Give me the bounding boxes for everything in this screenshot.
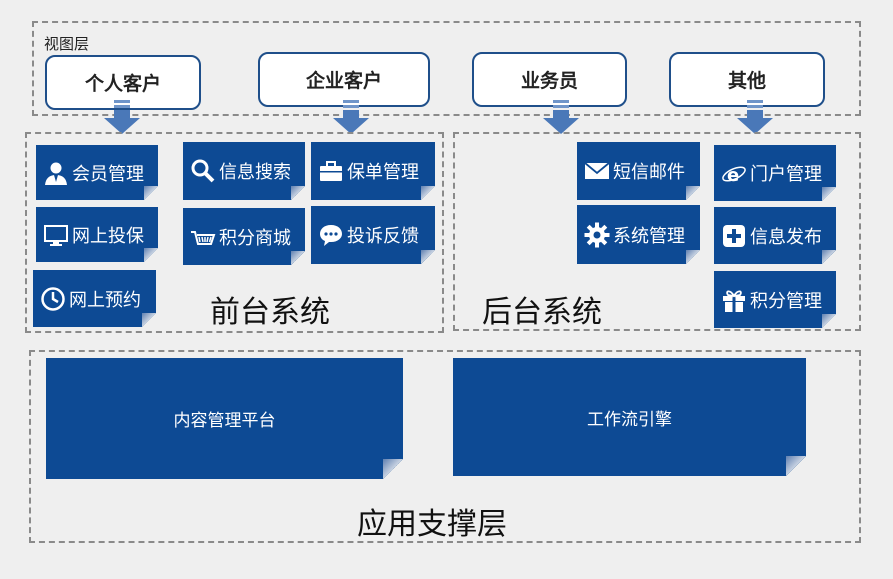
back-system-title: 后台系统 (482, 295, 602, 330)
tile-points-management[interactable]: 积分管理 (714, 271, 836, 328)
support-layer-title: 应用支撑层 (357, 507, 507, 542)
back-system-frame (453, 132, 861, 331)
tile-online-appointment[interactable]: 网上预约 (33, 270, 156, 327)
monitor-icon (42, 221, 70, 249)
search-icon (189, 157, 217, 185)
tile-label: 积分管理 (750, 290, 822, 312)
down-arrow-icon (737, 100, 773, 134)
envelope-icon (583, 157, 611, 185)
down-arrow-icon (543, 100, 579, 134)
view-layer-label: 视图层 (44, 35, 90, 53)
clock-icon (39, 285, 67, 313)
tile-info-publish[interactable]: 信息发布 (714, 207, 836, 264)
user-box-salesman: 业务员 (472, 52, 627, 107)
user-icon (42, 159, 70, 187)
tile-label: 网上投保 (72, 225, 144, 247)
front-system-frame (25, 132, 444, 333)
tile-sms-email[interactable]: 短信邮件 (577, 142, 700, 200)
gift-icon (720, 286, 748, 314)
browser-e-icon: e (720, 159, 748, 187)
down-arrow-icon (333, 100, 369, 134)
tile-label: 信息搜索 (219, 162, 291, 183)
support-layer-frame (29, 350, 861, 543)
chat-icon (317, 221, 345, 249)
tile-label: 门户管理 (750, 164, 822, 185)
view-layer-frame (32, 21, 861, 116)
front-system-title: 前台系统 (210, 295, 330, 330)
gear-icon (583, 221, 611, 249)
tile-points-mall[interactable]: 积分商城 (183, 208, 305, 265)
user-box-enterprise: 企业客户 (258, 52, 430, 107)
basket-icon (189, 223, 217, 251)
tile-label: 积分商城 (219, 227, 291, 249)
user-box-other: 其他 (669, 52, 825, 107)
tile-member-management[interactable]: 会员管理 (36, 145, 158, 200)
tile-system-management[interactable]: 系统管理 (577, 205, 700, 264)
tile-portal-management[interactable]: e 门户管理 (714, 145, 836, 201)
block-workflow-engine[interactable]: 工作流引擎 (453, 358, 806, 476)
tile-label: 网上预约 (69, 289, 141, 311)
tile-complaint-feedback[interactable]: 投诉反馈 (311, 206, 435, 264)
tile-online-insure[interactable]: 网上投保 (36, 207, 158, 262)
tile-label: 短信邮件 (613, 162, 685, 183)
tile-label: 投诉反馈 (347, 226, 419, 247)
down-arrow-icon (104, 100, 140, 134)
tile-info-search[interactable]: 信息搜索 (183, 142, 305, 200)
tile-label: 会员管理 (72, 163, 144, 185)
tile-label: 系统管理 (613, 225, 685, 247)
tile-policy-management[interactable]: 保单管理 (311, 142, 435, 200)
tile-label: 保单管理 (347, 162, 419, 183)
briefcase-icon (317, 157, 345, 185)
tile-label: 信息发布 (750, 226, 822, 248)
plus-icon (720, 222, 748, 250)
svg-text:e: e (727, 165, 739, 186)
block-content-management[interactable]: 内容管理平台 (46, 358, 403, 479)
